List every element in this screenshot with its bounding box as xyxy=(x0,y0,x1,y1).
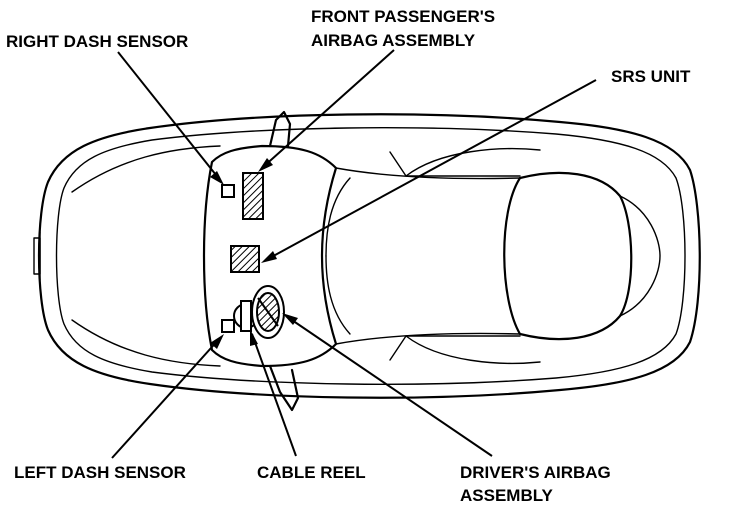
roof-and-rear xyxy=(325,148,661,364)
car-outline xyxy=(33,113,701,399)
drivers-airbag-steering-wheel xyxy=(251,285,285,339)
label-right-dash-sensor: RIGHT DASH SENSOR xyxy=(6,32,188,51)
label-front-passenger-airbag-line1: FRONT PASSENGER'S xyxy=(311,7,495,26)
windshield-dashboard xyxy=(202,144,521,368)
srs-unit-module xyxy=(230,245,260,273)
label-front-passenger-airbag-line2: AIRBAG ASSEMBLY xyxy=(311,31,476,50)
leader-front-passenger-airbag xyxy=(258,49,395,172)
label-srs-unit: SRS UNIT xyxy=(611,67,691,86)
leader-drivers-airbag xyxy=(282,313,493,457)
leader-cable-reel xyxy=(250,329,297,457)
label-drivers-airbag-line1: DRIVER'S AIRBAG xyxy=(460,463,611,482)
right-dash-sensor-box xyxy=(221,184,235,198)
left-dash-sensor-box xyxy=(221,319,235,333)
leader-left-dash-sensor xyxy=(111,334,224,459)
leader-right-dash-sensor xyxy=(117,51,224,185)
right-side-mirror xyxy=(268,110,292,148)
label-cable-reel: CABLE REEL xyxy=(257,463,366,482)
label-drivers-airbag-line2: ASSEMBLY xyxy=(460,486,554,505)
leader-srs-unit xyxy=(261,79,597,263)
left-side-mirror xyxy=(268,364,300,412)
label-left-dash-sensor: LEFT DASH SENSOR xyxy=(14,463,186,482)
front-passenger-airbag-module xyxy=(242,172,264,220)
